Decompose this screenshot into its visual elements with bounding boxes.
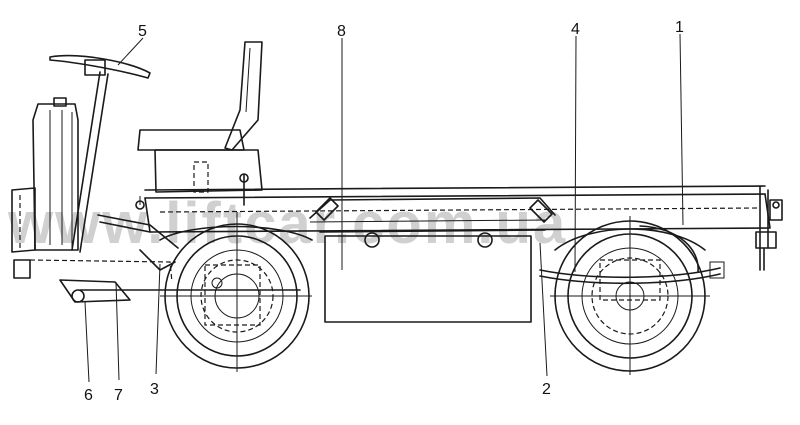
front-fender bbox=[159, 225, 313, 241]
front-axle-bracket bbox=[59, 279, 131, 303]
callout-2: 2 bbox=[542, 381, 551, 398]
steering-hub bbox=[84, 59, 106, 76]
rear-suspension bbox=[539, 261, 725, 285]
front-rail-bracket bbox=[315, 197, 339, 221]
rear-fender bbox=[554, 228, 706, 251]
steering-assembly bbox=[49, 54, 151, 253]
front-bumper-plate bbox=[11, 187, 36, 253]
callout-5: 5 bbox=[138, 23, 147, 40]
steering-column-back bbox=[79, 73, 109, 253]
callout-3: 3 bbox=[150, 381, 159, 398]
leader-lines bbox=[84, 33, 684, 383]
seat-base bbox=[154, 149, 263, 193]
rear-wheel bbox=[550, 216, 710, 375]
front-hood bbox=[11, 97, 79, 279]
rear-light bbox=[755, 231, 777, 249]
watermark-text: www.liftcar.com.ua bbox=[7, 191, 567, 256]
driver-seat bbox=[137, 41, 263, 206]
steering-column-front bbox=[71, 71, 101, 251]
rear-brake-drum bbox=[639, 225, 699, 273]
steering-wheel bbox=[49, 54, 151, 79]
front-wheel bbox=[159, 212, 313, 372]
hood-body bbox=[32, 103, 79, 251]
battery-rail bbox=[309, 197, 556, 248]
callout-4: 4 bbox=[571, 21, 580, 38]
battery-box bbox=[324, 235, 532, 323]
rear-rail-bracket bbox=[529, 199, 553, 223]
front-light bbox=[13, 259, 31, 279]
rail-roller-right bbox=[477, 232, 493, 248]
callout-8: 8 bbox=[337, 23, 346, 40]
callout-1: 1 bbox=[675, 19, 684, 36]
rail-roller-left bbox=[364, 232, 380, 248]
handbrake-knob bbox=[239, 173, 249, 183]
platform-top-edge bbox=[144, 185, 766, 191]
seat-backrest bbox=[224, 41, 263, 151]
pedal-arm bbox=[97, 214, 179, 249]
callout-7: 7 bbox=[114, 387, 123, 404]
rear-coupling bbox=[769, 199, 783, 221]
callout-6: 6 bbox=[84, 387, 93, 404]
